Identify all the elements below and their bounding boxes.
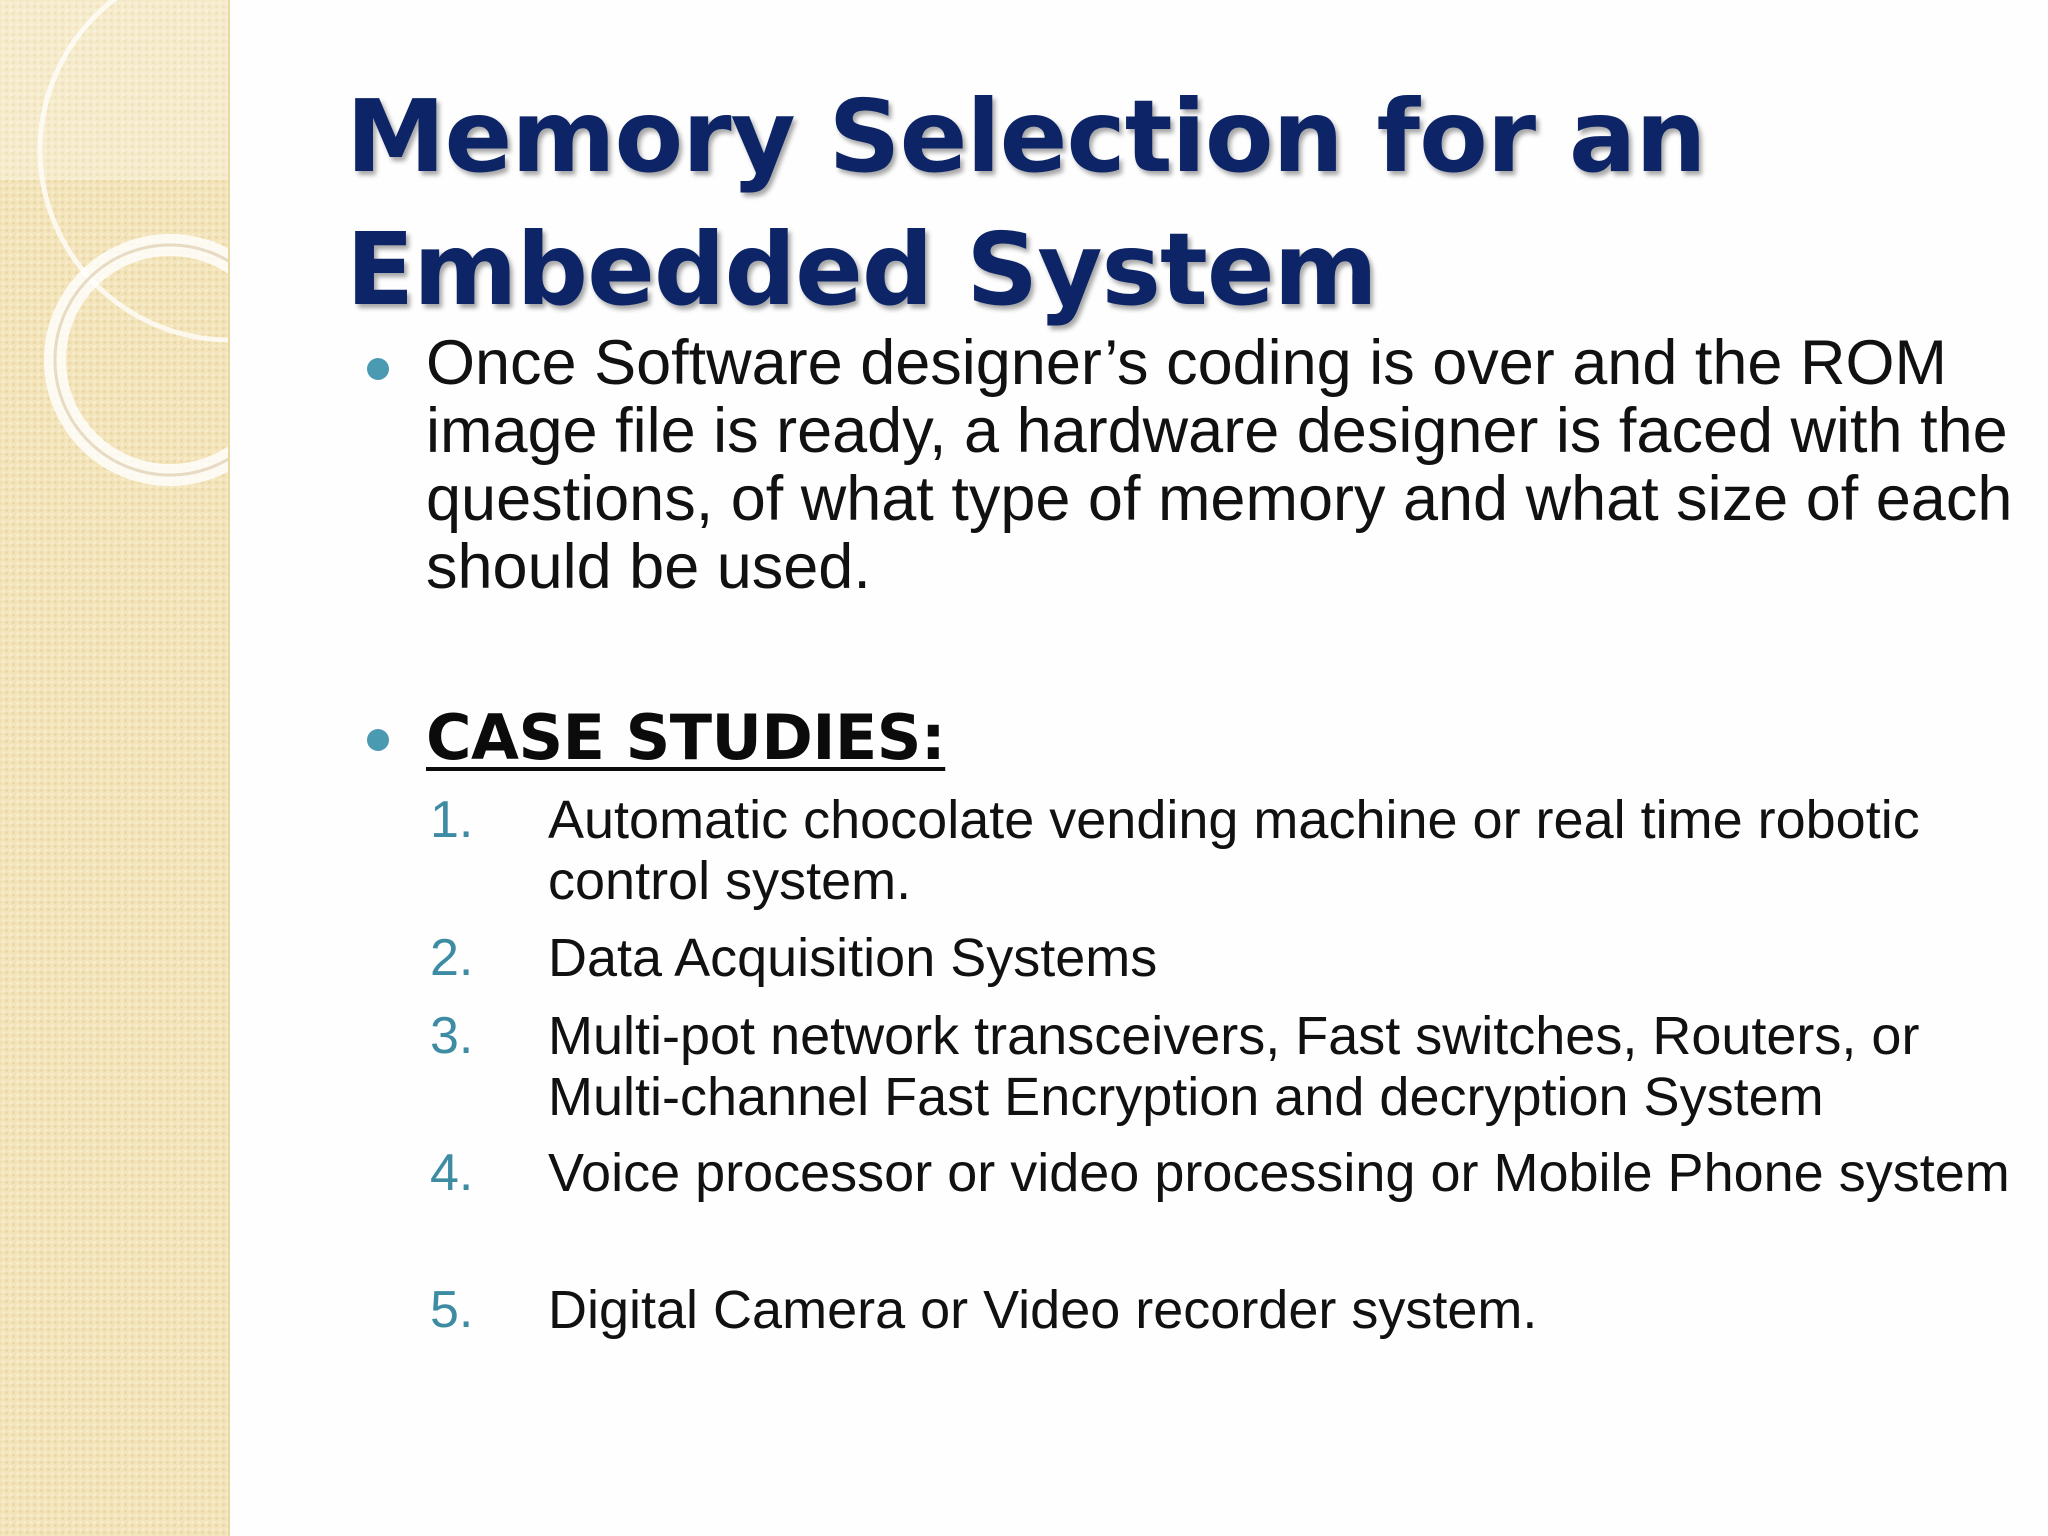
list-item-text: Automatic chocolate vending machine or r… [548, 790, 1920, 911]
slide-title: Memory Selection for an Embedded System [346, 70, 1996, 336]
list-item-text: Data Acquisition Systems [548, 928, 1158, 988]
swirl-decoration-icon [37, 0, 228, 486]
bullet-dot-icon [367, 729, 389, 751]
bullet-dot-icon [367, 358, 389, 380]
decorative-side-band [0, 0, 230, 1536]
list-item-text: Voice processor or video processing or M… [548, 1143, 2010, 1203]
title-line-2: Embedded System [346, 211, 1378, 328]
list-item-number: 5. [430, 1281, 474, 1339]
intro-bullet-text: Once Software designer’s coding is over … [426, 328, 2013, 602]
title-line-1: Memory Selection for an [346, 78, 1707, 195]
list-item-number: 3. [430, 1007, 474, 1065]
list-item-text: Multi-pot network transceivers, Fast swi… [548, 1006, 1920, 1127]
list-item-number: 4. [430, 1144, 474, 1202]
case-studies-heading: CASE STUDIES: [426, 701, 946, 774]
slide-content: Memory Selection for an Embedded System … [228, 0, 2048, 1536]
list-item-number: 2. [430, 929, 474, 987]
list-item-number: 1. [430, 791, 474, 849]
list-item-text: Digital Camera or Video recorder system. [548, 1280, 1538, 1340]
